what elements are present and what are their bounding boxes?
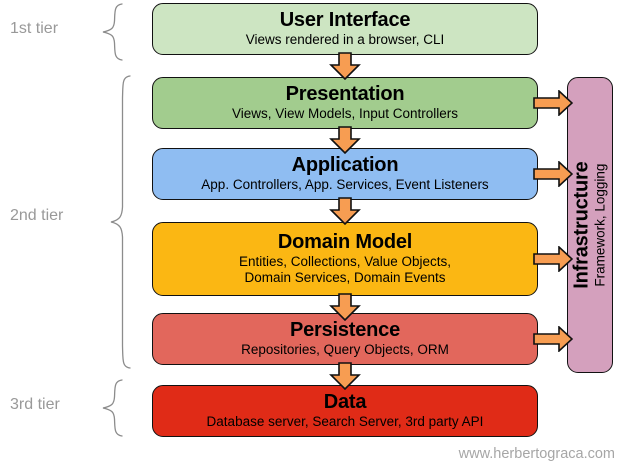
arrow-right-persistence-to-infrastructure — [533, 326, 573, 352]
tier-label-3rd: 3rd tier — [10, 396, 60, 413]
layer-subtitle-data: Database server, Search Server, 3rd part… — [206, 414, 484, 430]
layer-title-user-interface: User Interface — [279, 8, 411, 31]
layer-subtitle-domain-model: Entities, Collections, Value Objects, Do… — [238, 254, 452, 286]
layer-box-data[interactable]: Data Database server, Search Server, 3rd… — [152, 385, 538, 437]
layer-box-persistence[interactable]: Persistence Repositories, Query Objects,… — [152, 313, 538, 365]
layer-title-domain-model: Domain Model — [277, 230, 413, 253]
arrow-down-application-to-domain-model — [329, 197, 361, 225]
tier-label-1st: 1st tier — [10, 20, 59, 37]
arrow-right-application-to-infrastructure — [533, 161, 573, 187]
infrastructure-title: Infrastructure — [570, 161, 593, 289]
arrow-down-ui-to-presentation — [329, 52, 361, 80]
arrow-down-presentation-to-application — [329, 126, 361, 154]
footer-watermark: www.herbertograca.com — [458, 446, 615, 462]
infrastructure-rotated-text: Infrastructure Framework, Logging — [570, 161, 608, 289]
brace-2nd-tier — [108, 74, 134, 370]
layer-title-application: Application — [291, 153, 399, 176]
tier-label-2nd: 2nd tier — [10, 207, 64, 224]
layer-box-infrastructure[interactable]: Infrastructure Framework, Logging — [567, 77, 613, 373]
layer-title-presentation: Presentation — [285, 82, 405, 105]
arrow-down-domain-model-to-persistence — [329, 293, 361, 321]
layer-title-persistence: Persistence — [289, 318, 401, 341]
layer-subtitle-user-interface: Views rendered in a browser, CLI — [245, 32, 445, 48]
layer-box-user-interface[interactable]: User Interface Views rendered in a brows… — [152, 3, 538, 55]
layer-subtitle-application: App. Controllers, App. Services, Event L… — [201, 177, 489, 193]
arrow-down-persistence-to-data — [329, 362, 361, 390]
layer-subtitle-persistence: Repositories, Query Objects, ORM — [241, 342, 449, 358]
layer-box-presentation[interactable]: Presentation Views, View Models, Input C… — [152, 77, 538, 129]
arrow-right-presentation-to-infrastructure — [533, 90, 573, 116]
infrastructure-subtitle: Framework, Logging — [592, 163, 608, 287]
brace-1st-tier — [100, 2, 126, 62]
brace-3rd-tier — [100, 378, 126, 438]
arrow-right-domain-model-to-infrastructure — [533, 246, 573, 272]
layer-subtitle-presentation: Views, View Models, Input Controllers — [231, 106, 459, 122]
layer-box-application[interactable]: Application App. Controllers, App. Servi… — [152, 148, 538, 200]
layer-title-data: Data — [323, 390, 367, 413]
layer-box-domain-model[interactable]: Domain Model Entities, Collections, Valu… — [152, 222, 538, 296]
